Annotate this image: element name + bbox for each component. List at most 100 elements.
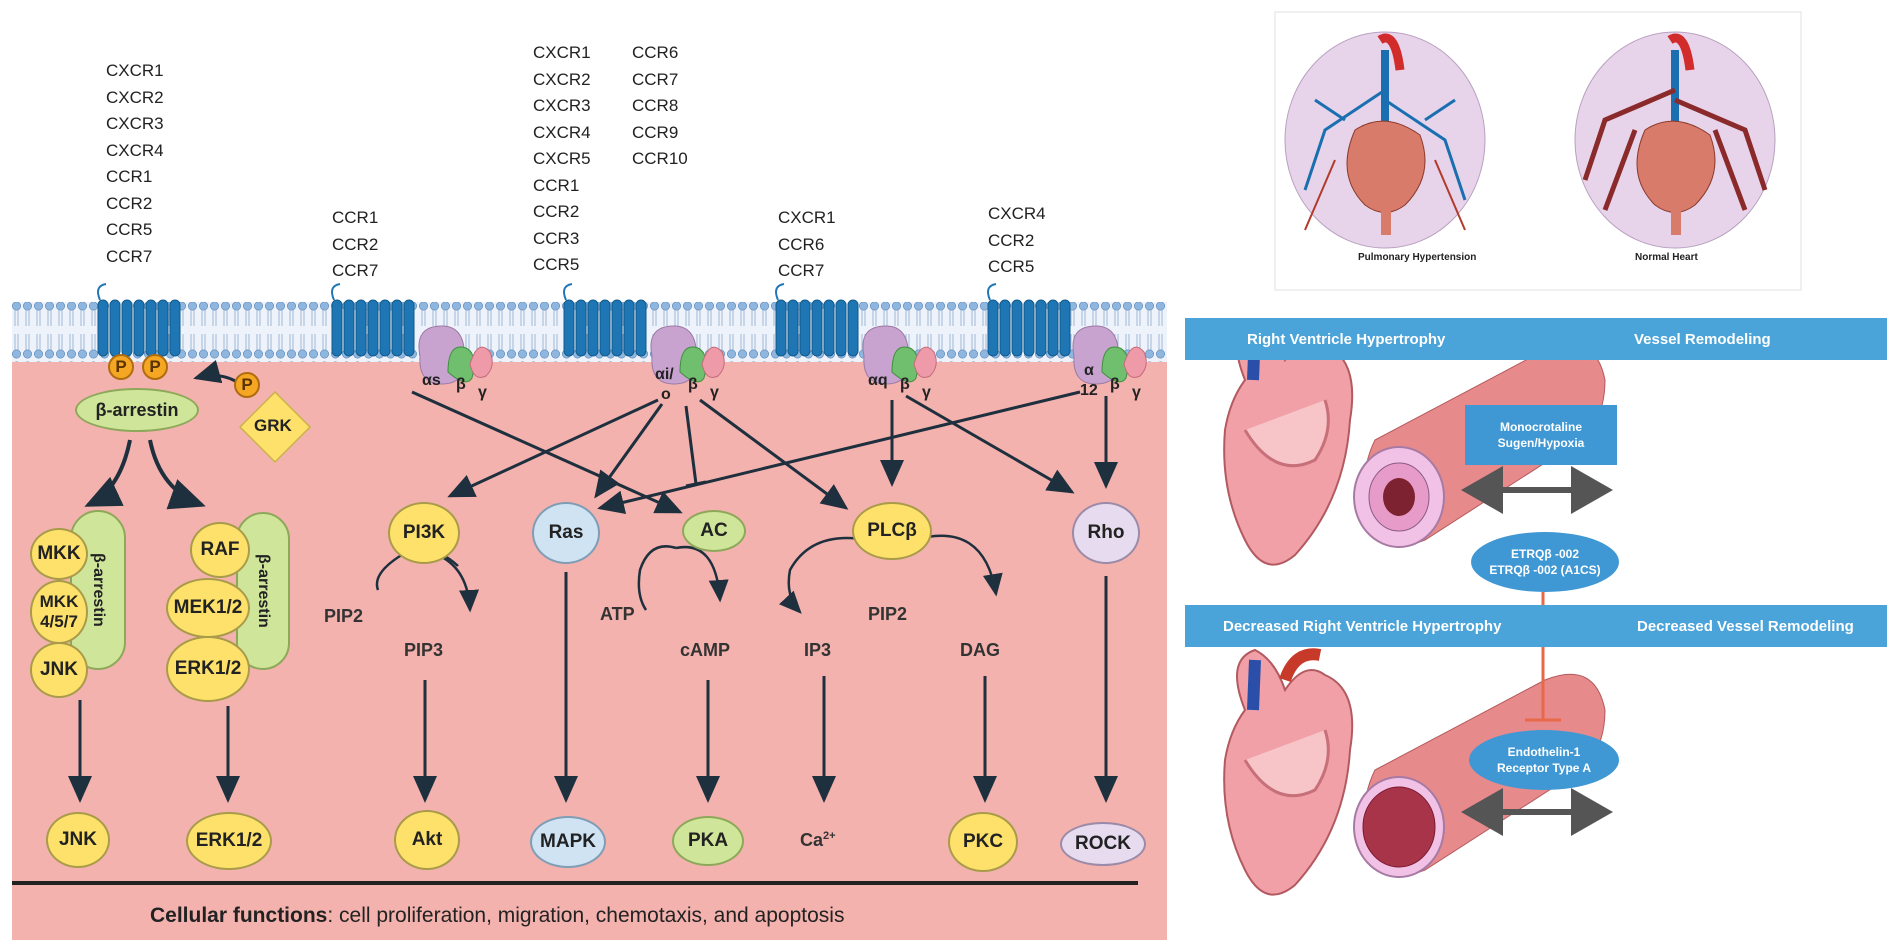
gq-alpha-label: αq: [868, 372, 888, 389]
beta-arrestin-vertical-label-2: β-arrestin: [255, 554, 272, 628]
mek-node: MEK1/2: [166, 578, 250, 638]
receptor-name: CXCR4: [988, 204, 1046, 223]
pulmonary-hypertension-caption: Pulmonary Hypertension: [1358, 252, 1477, 263]
receptor-list-4: CXCR1 CCR6 CCR7: [778, 205, 836, 285]
gq-gamma-label: γ: [922, 384, 931, 401]
target-receptor-ellipse: Endothelin-1 Receptor Type A: [1469, 730, 1619, 790]
ac-node: AC: [682, 510, 746, 552]
ras-node: Ras: [532, 502, 600, 564]
gprotein-12: [1072, 325, 1147, 385]
rock-node: ROCK: [1060, 822, 1146, 866]
lungs-normal-illustration: [1574, 31, 1776, 249]
rho-node: Rho: [1072, 502, 1140, 564]
receptor-name: CXCR2: [533, 69, 591, 89]
mkk457-node: MKK 4/5/7: [30, 580, 88, 644]
pulmonary-hypertension-panel: Pulmonary Hypertension Normal Heart Righ…: [1185, 0, 1901, 948]
receptor-name: CCR1: [332, 208, 379, 227]
calcium-charge: 2+: [823, 830, 836, 842]
drug-name-2: ETRQβ -002 (A1CS): [1489, 563, 1601, 577]
receptor-name: CCR6: [778, 234, 825, 254]
receptor-name: CCR1: [533, 175, 580, 195]
receptor-name: CXCR1: [778, 208, 836, 227]
receptor-name: CXCR1: [106, 61, 164, 80]
model-sugen-hypoxia: Sugen/Hypoxia: [1497, 436, 1585, 450]
gi-alpha-sub-label: o: [661, 386, 671, 403]
target-name-1: Endothelin-1: [1507, 745, 1581, 759]
grk-label: GRK: [254, 416, 292, 435]
receptor-3: [563, 283, 647, 357]
receptor-list-2: CCR1 CCR2 CCR7: [332, 205, 378, 285]
receptor-list-3b: CCR6 CCR7 CCR8 CCR9 CCR10: [632, 40, 688, 173]
receptor-name: CCR2: [988, 230, 1035, 250]
phosphate-1: P: [108, 354, 134, 380]
receptor-name: CCR5: [533, 255, 580, 274]
gi-alpha-label: αi/: [655, 366, 674, 383]
receptor-name: CCR1: [106, 167, 153, 186]
gs-gamma-label: γ: [478, 384, 487, 401]
dag-label: DAG: [960, 640, 1000, 660]
g12-alpha-label: α: [1084, 362, 1094, 379]
receptor-name: CCR7: [632, 69, 679, 89]
disease-model-box: Monocrotaline Sugen/Hypoxia: [1465, 405, 1617, 465]
banner-right-ventricle-hypertrophy: Right Ventricle Hypertrophy: [1247, 330, 1446, 348]
pka-node: PKA: [672, 816, 744, 866]
heart-decreased-illustration: [1223, 648, 1354, 896]
gprotein-q: [862, 325, 937, 385]
receptor-name: CCR7: [332, 261, 379, 280]
gq-beta-label: β: [900, 376, 910, 393]
beta-arrestin-node: β-arrestin: [75, 388, 199, 432]
receptor-name: CXCR2: [106, 87, 164, 107]
receptor-name: CXCR3: [106, 114, 164, 133]
jnk-cascade-node: JNK: [30, 642, 88, 698]
receptor-list-3a: CXCR1 CXCR2 CXCR3 CXCR4 CXCR5 CCR1 CCR2 …: [533, 40, 591, 279]
receptor-5: [987, 283, 1071, 357]
cellular-functions-caption: Cellular functions: cell proliferation, …: [150, 904, 844, 928]
pathway-arrows: [68, 360, 1118, 803]
receptor-1: [97, 283, 181, 357]
receptor-name: CXCR4: [106, 140, 164, 160]
jnk-output-node: JNK: [46, 812, 110, 868]
receptor-2: [331, 283, 415, 357]
receptor-4: [775, 283, 859, 357]
gs-beta-label: β: [456, 376, 466, 393]
receptor-list-1: CXCR1 CXCR2 CXCR3 CXCR4 CCR1 CCR2 CCR5 C…: [106, 58, 164, 270]
target-name-2: Receptor Type A: [1496, 761, 1592, 775]
receptor-name: CCR7: [106, 246, 153, 266]
receptor-name: CCR10: [632, 149, 688, 168]
receptor-name: CCR2: [533, 202, 580, 221]
phosphate-grk: P: [234, 372, 260, 398]
drug-ellipse: ETRQβ -002 ETRQβ -002 (A1CS): [1471, 532, 1619, 592]
receptor-name: CCR5: [988, 257, 1035, 276]
receptor-name: CCR8: [632, 96, 679, 115]
gs-alpha-label: αs: [422, 372, 441, 389]
drug-name-1: ETRQβ -002: [1510, 547, 1579, 561]
heart-hypertrophy-illustration: [1223, 318, 1354, 566]
gprotein-i: [650, 325, 725, 385]
raf-node: RAF: [190, 522, 250, 578]
pip2-label-1: PIP2: [324, 606, 364, 626]
receptor-name: CXCR5: [533, 149, 591, 168]
banner-vessel-remodeling: Vessel Remodeling: [1634, 330, 1771, 348]
cellular-functions-text: : cell proliferation, migration, chemota…: [327, 904, 845, 927]
receptor-name: CCR2: [106, 193, 153, 213]
ip3-label: IP3: [804, 640, 832, 660]
calcium-label: Ca2+: [800, 830, 836, 851]
gprotein-s: [418, 325, 493, 385]
erk-cascade-node: ERK1/2: [166, 636, 250, 702]
receptor-name: CCR6: [632, 43, 679, 62]
grk-diamond: [238, 390, 312, 464]
pulmonary-hypertension-graphics: [1223, 11, 1802, 896]
banner-hypertrophy: Right Ventricle Hypertrophy Vessel Remod…: [1185, 318, 1887, 360]
beta-arrestin-vertical-label: β-arrestin: [90, 553, 107, 627]
gi-beta-label: β: [688, 376, 698, 393]
receptor-name: CXCR4: [533, 122, 591, 142]
banner-decreased-remodeling: Decreased Vessel Remodeling: [1637, 617, 1854, 635]
receptor-name: CXCR3: [533, 96, 591, 115]
receptor-name: CCR2: [332, 234, 379, 254]
receptor-name: CCR5: [106, 220, 153, 239]
erk-output-node: ERK1/2: [186, 812, 272, 870]
banner-decreased: Decreased Right Ventricle Hypertrophy De…: [1185, 605, 1887, 647]
receptor-name: CCR7: [778, 261, 825, 280]
cellular-functions-title: Cellular functions: [150, 904, 328, 927]
g12-beta-label: β: [1110, 376, 1120, 393]
